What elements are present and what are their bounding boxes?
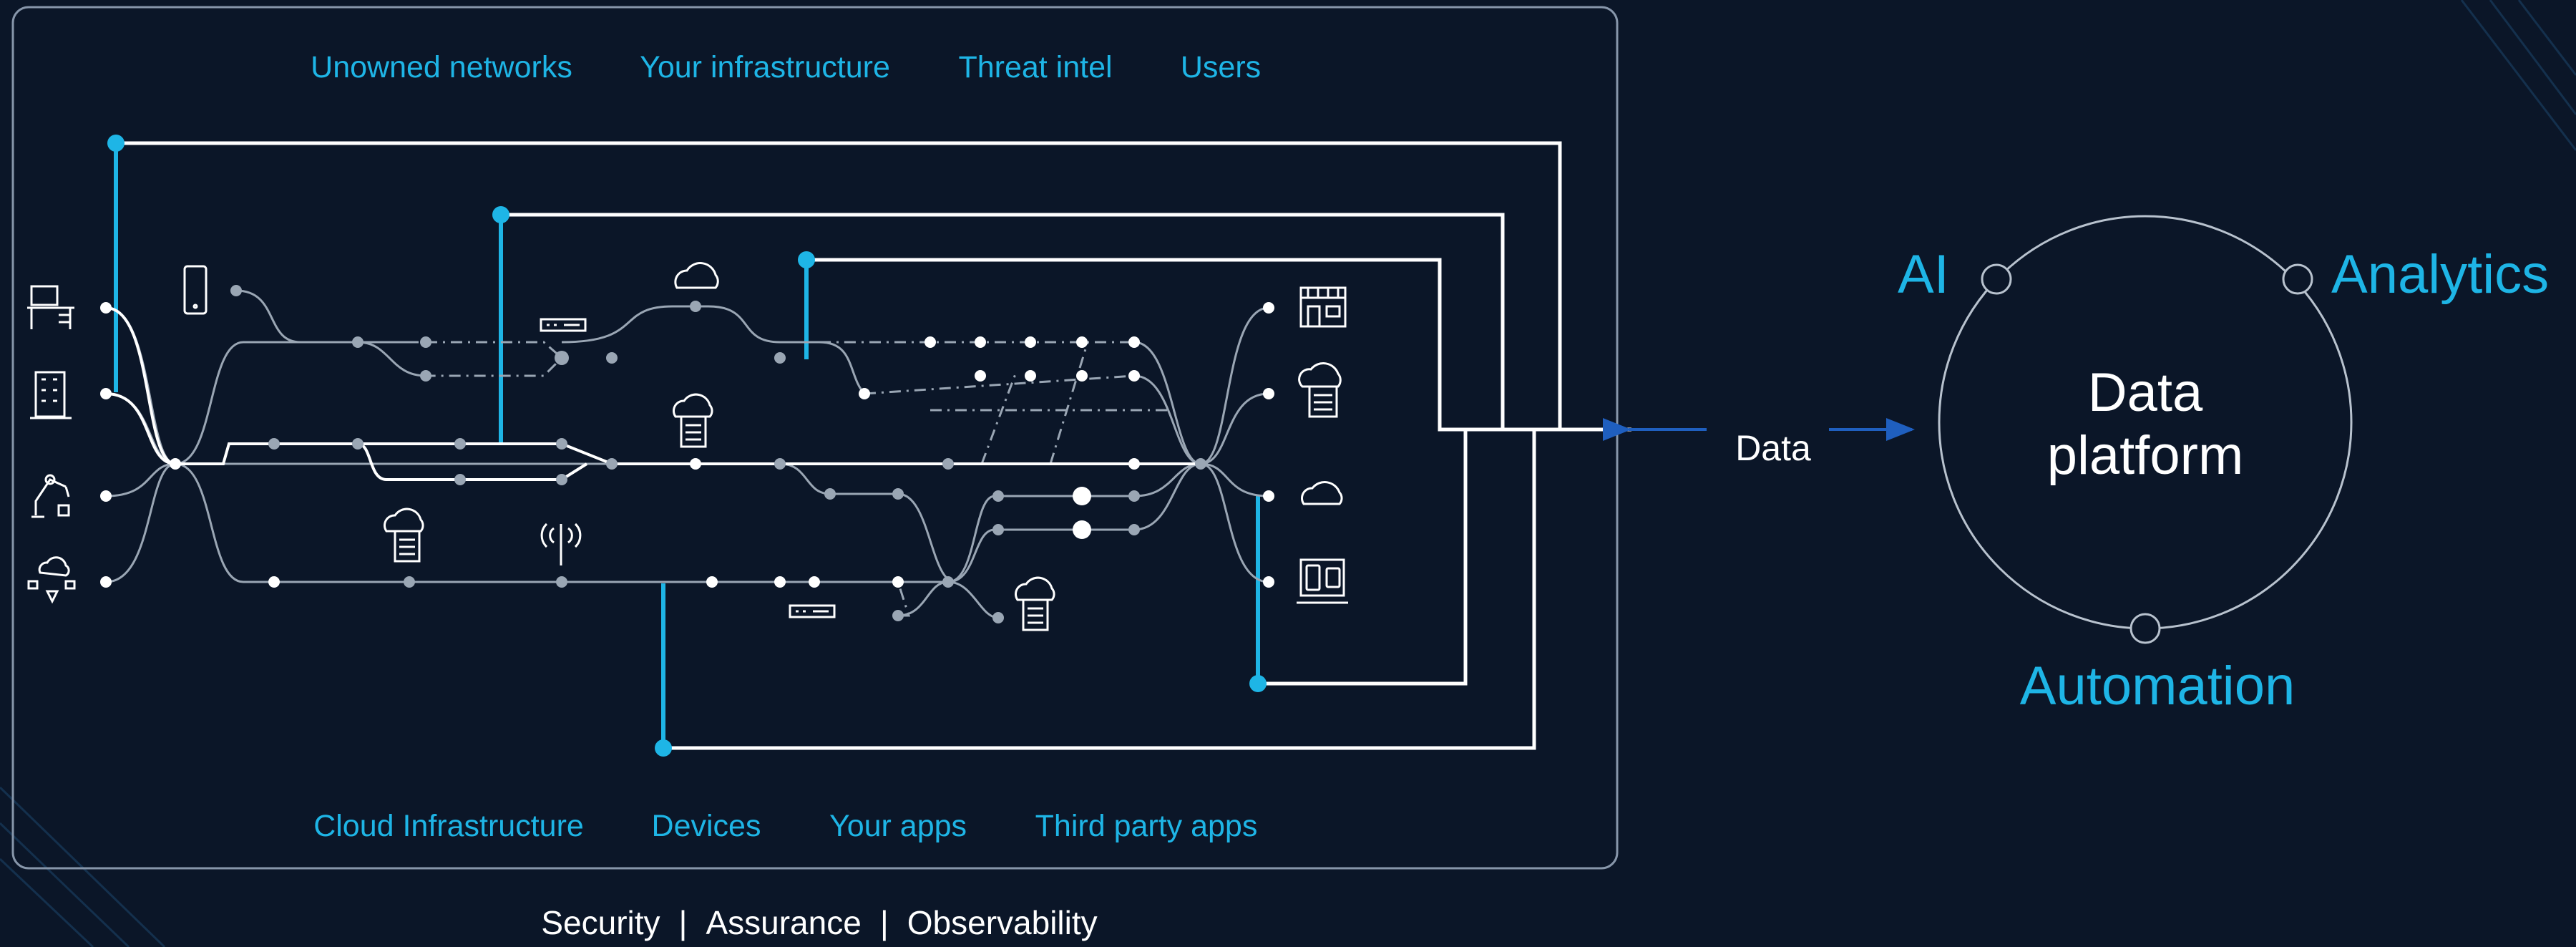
network-nodes-gray xyxy=(230,285,1206,623)
platform-title-line1: Data xyxy=(2087,362,2203,423)
radio-tower-icon xyxy=(540,523,582,565)
platform-title-line2: platform xyxy=(2046,425,2244,486)
caption-separator: | xyxy=(678,904,688,941)
label-your-infrastructure: Your infrastructure xyxy=(640,50,890,84)
cloud-network-icon xyxy=(27,556,76,604)
caption: Security | Assurance | Observability xyxy=(541,903,1097,942)
caption-assurance: Assurance xyxy=(706,904,862,941)
label-your-apps: Your apps xyxy=(829,809,967,843)
data-label: Data xyxy=(1735,428,1811,468)
building-icon xyxy=(30,371,72,419)
tap-lines xyxy=(114,143,1260,748)
switch-icon xyxy=(540,318,587,332)
tap-points xyxy=(107,135,1267,757)
data-platform-circle xyxy=(1938,215,2353,644)
network-panel xyxy=(11,6,1619,870)
network-nodes-white xyxy=(100,302,1274,588)
caption-separator: | xyxy=(879,904,889,941)
label-devices: Devices xyxy=(651,809,761,843)
label-users: Users xyxy=(1180,50,1262,84)
highlight-path xyxy=(105,306,1201,481)
storefront-icon xyxy=(1299,286,1347,328)
network-lines xyxy=(105,289,1269,619)
mobile-phone-icon xyxy=(183,265,208,315)
platform-title: Data platform xyxy=(2002,361,2288,487)
capability-ai: AI xyxy=(1898,244,1949,305)
cloud-server-icon xyxy=(1015,576,1055,631)
label-threat-intel: Threat intel xyxy=(958,50,1113,84)
office-desk-icon xyxy=(27,285,74,329)
caption-observability: Observability xyxy=(907,904,1098,941)
cloud-server-icon xyxy=(384,508,424,563)
capability-analytics: Analytics xyxy=(2331,244,2550,305)
collector-loops xyxy=(116,141,1631,750)
cloud-server-icon xyxy=(1298,362,1342,418)
caption-security: Security xyxy=(541,904,660,941)
label-cloud-infrastructure: Cloud Infrastructure xyxy=(313,809,584,843)
cloud-icon xyxy=(1301,481,1343,505)
label-unowned-networks: Unowned networks xyxy=(311,50,572,84)
capability-automation: Automation xyxy=(2019,656,2296,717)
robot-arm-icon xyxy=(31,474,70,518)
devices-icon xyxy=(1297,558,1348,604)
label-third-party-apps: Third party apps xyxy=(1035,809,1258,843)
cloud-server-icon xyxy=(673,393,713,448)
switch-icon xyxy=(789,604,836,618)
cloud-icon xyxy=(674,262,719,289)
